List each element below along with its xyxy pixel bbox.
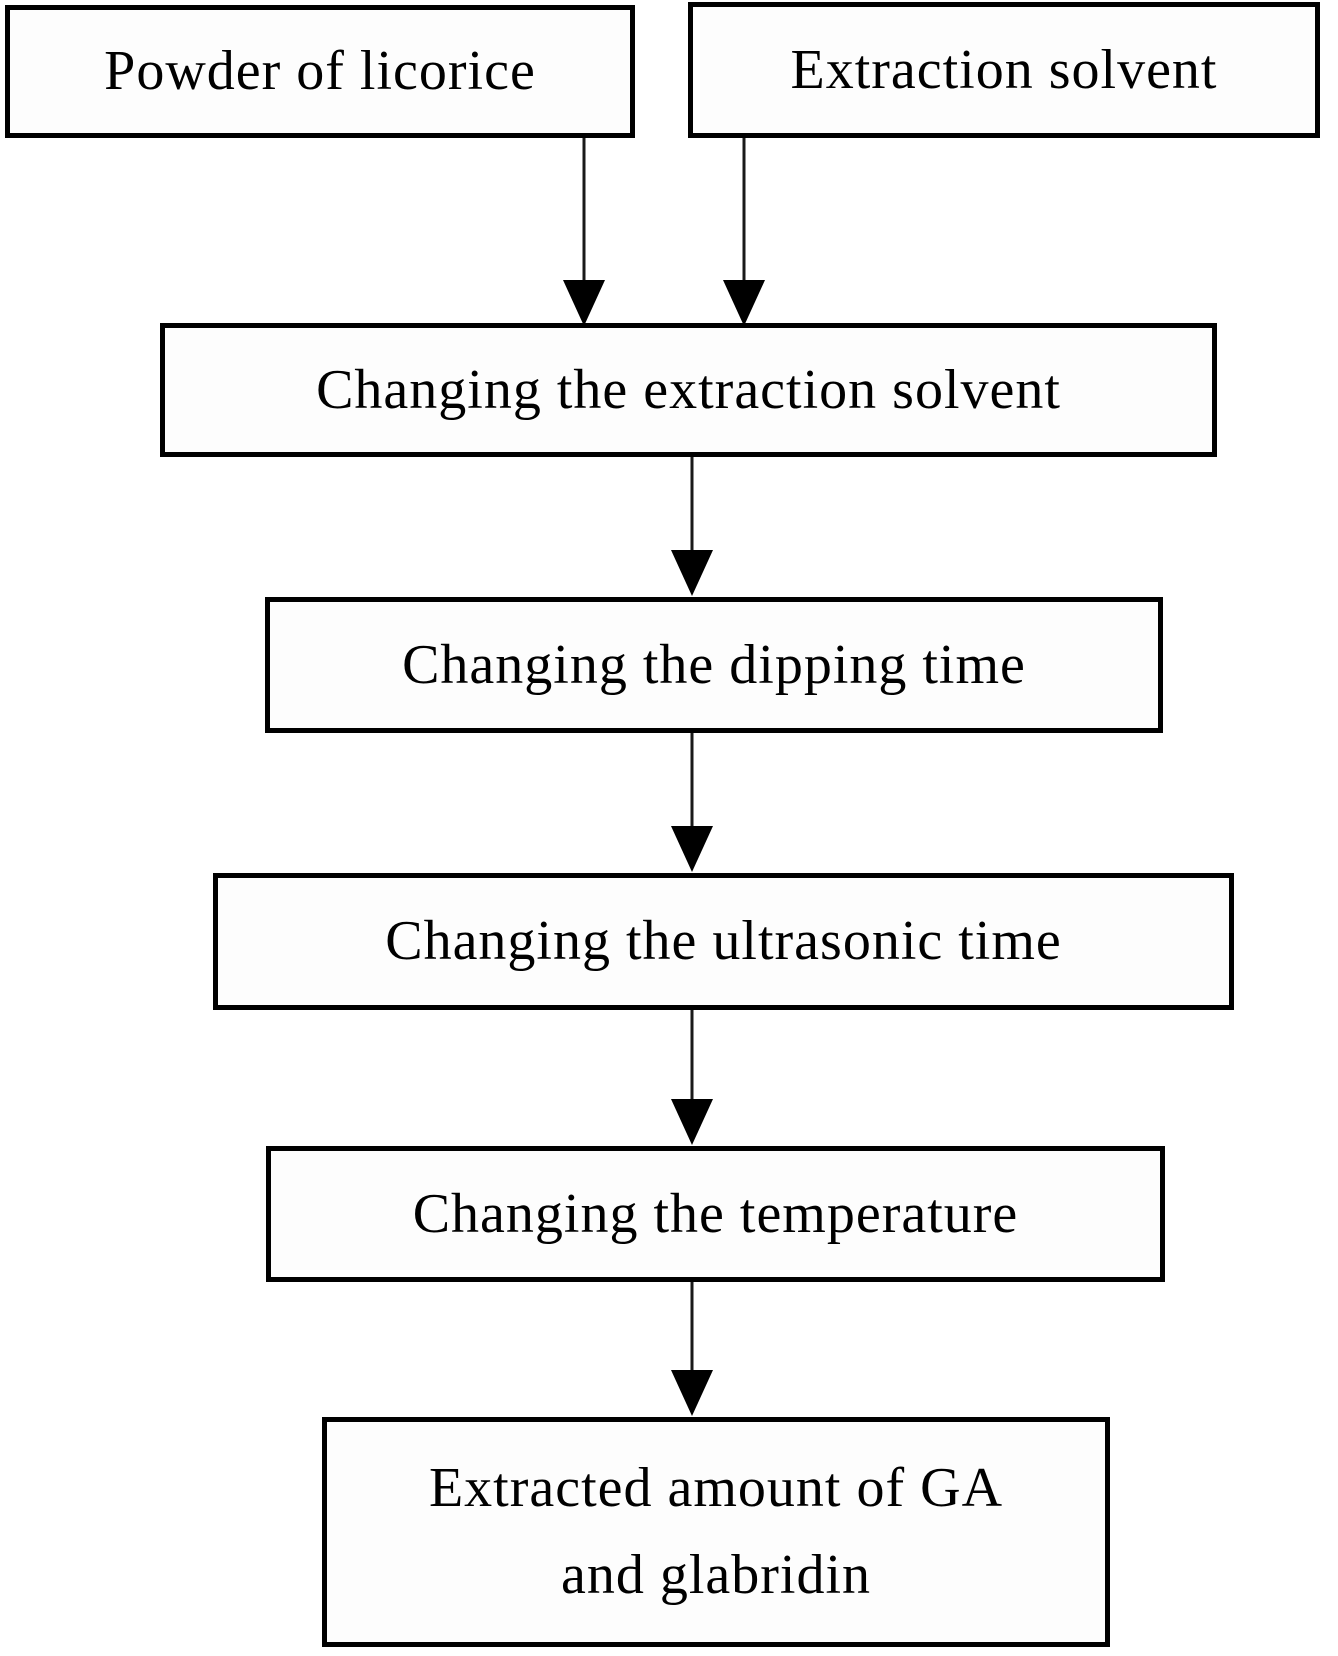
node-label: Changing the ultrasonic time <box>385 910 1062 973</box>
arrow-solvent-to-step1 <box>722 138 766 326</box>
arrow-stem <box>690 733 694 832</box>
arrow-stem <box>582 138 586 286</box>
arrow-step1-to-step2 <box>670 457 714 596</box>
arrow-step2-to-step3 <box>670 733 714 872</box>
arrow-stem <box>690 1282 694 1376</box>
arrow-head-icon <box>671 826 713 872</box>
arrow-head-icon <box>671 1099 713 1145</box>
node-label: Powder of licorice <box>104 40 536 103</box>
arrow-stem <box>690 457 694 556</box>
node-extracted-amount-result: Extracted amount of GA and glabridin <box>322 1417 1110 1647</box>
arrow-head-icon <box>671 1370 713 1416</box>
node-label: Changing the dipping time <box>402 633 1026 696</box>
arrow-stem <box>742 138 746 286</box>
arrow-stem <box>690 1010 694 1105</box>
arrow-head-icon <box>671 550 713 596</box>
node-changing-extraction-solvent: Changing the extraction solvent <box>160 323 1217 457</box>
node-label: Extracted amount of GA and glabridin <box>428 1457 1004 1606</box>
node-changing-dipping-time: Changing the dipping time <box>265 597 1163 733</box>
node-changing-ultrasonic-time: Changing the ultrasonic time <box>213 873 1234 1010</box>
node-powder-of-licorice: Powder of licorice <box>5 5 635 138</box>
node-label: Changing the extraction solvent <box>316 358 1061 421</box>
arrow-head-icon <box>723 280 765 326</box>
node-label: Extraction solvent <box>790 38 1218 101</box>
node-extraction-solvent: Extraction solvent <box>688 2 1320 138</box>
arrow-step3-to-step4 <box>670 1010 714 1145</box>
node-changing-temperature: Changing the temperature <box>266 1146 1165 1282</box>
arrow-step4-to-result <box>670 1282 714 1416</box>
node-label: Changing the temperature <box>412 1182 1019 1245</box>
arrow-head-icon <box>563 280 605 326</box>
arrow-powder-to-step1 <box>562 138 606 326</box>
